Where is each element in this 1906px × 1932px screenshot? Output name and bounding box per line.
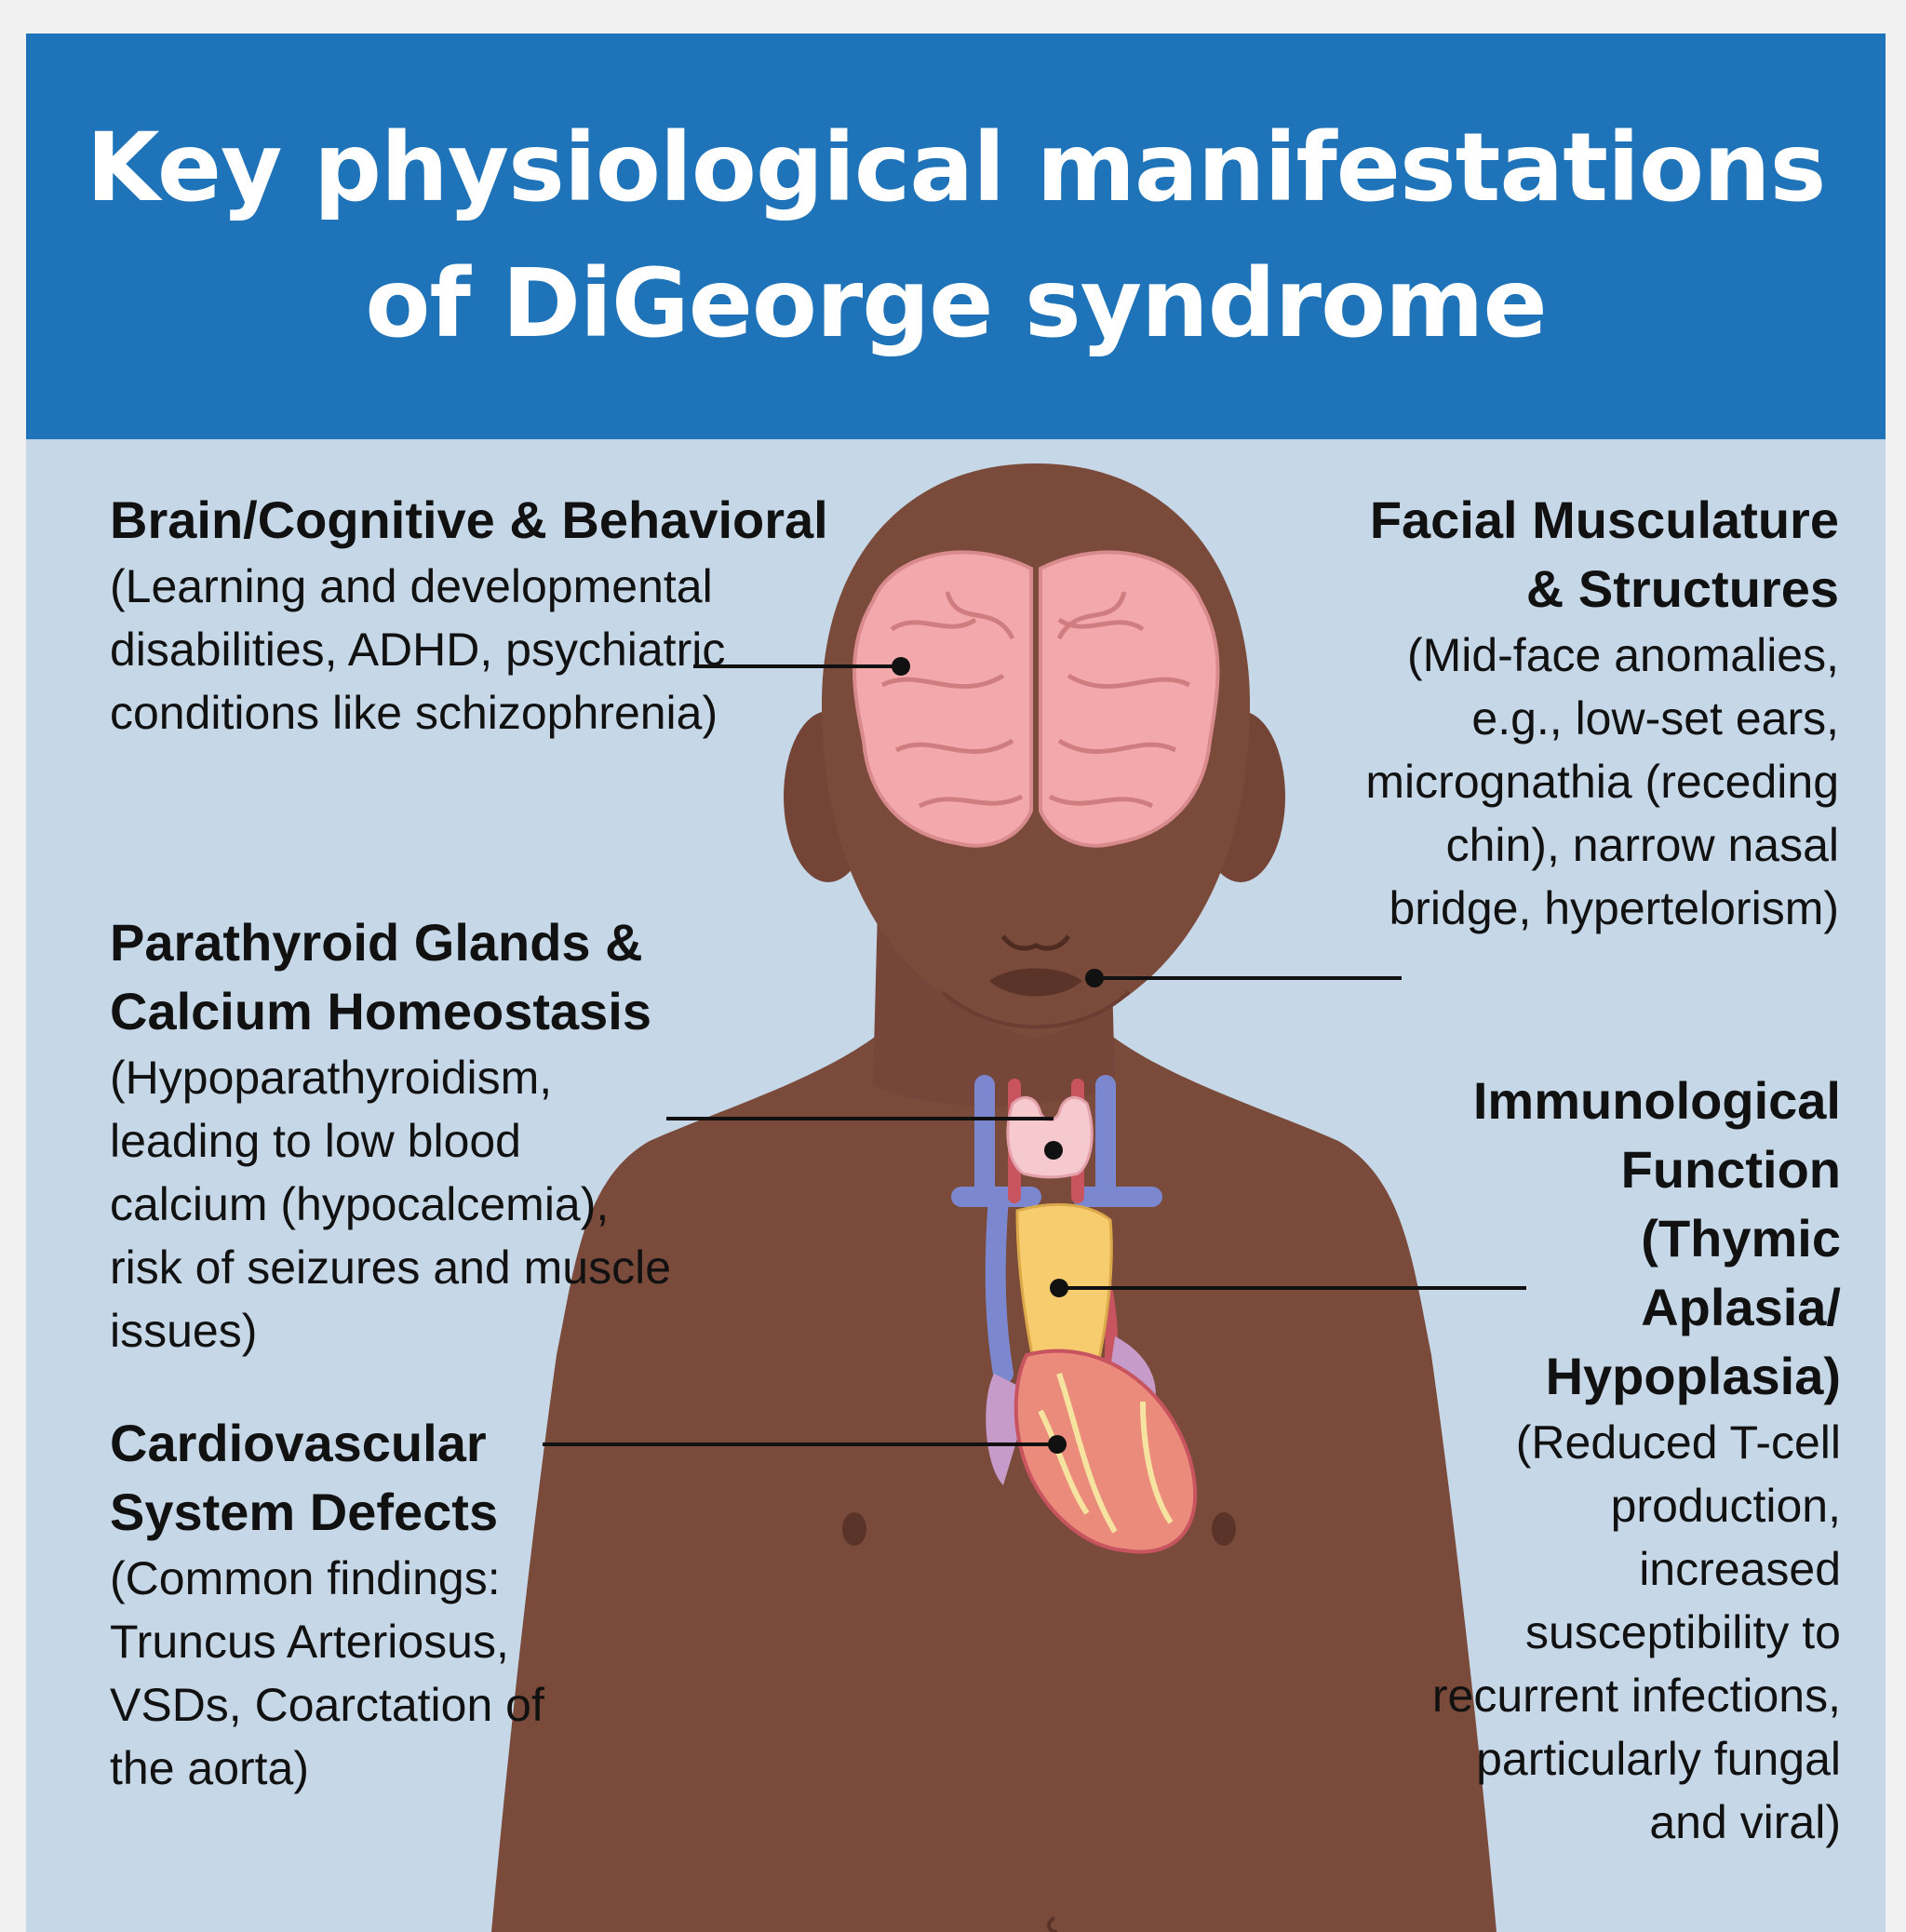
chin-shadow xyxy=(941,990,1131,1029)
parathyroid-dot xyxy=(1044,1141,1063,1160)
cardiovascular-description: (Common findings: Truncus Arteriosus, VS… xyxy=(110,1552,544,1794)
brain-description: (Learning and developmental disabilities… xyxy=(110,560,726,739)
header-banner: Key physiological manifestations of DiGe… xyxy=(26,34,1886,439)
immunological-label: Immunological Function (Thymic Aplasia/ … xyxy=(1431,1067,1841,1854)
nose xyxy=(1000,934,1071,951)
cardiovascular-label: Cardiovascular System Defects (Common fi… xyxy=(110,1409,557,1800)
jugular-vein-right xyxy=(1072,1075,1162,1207)
facial-description: (Mid-face anomalies, e.g., low-set ears,… xyxy=(1365,629,1839,934)
heart xyxy=(986,1336,1198,1554)
facial-heading: Facial Musculature & Structures xyxy=(1369,490,1839,618)
page-title: Key physiological manifestations of DiGe… xyxy=(86,113,1827,359)
immunological-description: (Reduced T-cell production, increased su… xyxy=(1431,1416,1841,1848)
infographic-panel: Key physiological manifestations of DiGe… xyxy=(26,34,1886,1932)
parathyroid-heading: Parathyroid Glands & Calcium Homeostasis xyxy=(110,913,651,1040)
cardiovascular-heading: Cardiovascular System Defects xyxy=(110,1414,499,1541)
parathyroid-label: Parathyroid Glands & Calcium Homeostasis… xyxy=(110,908,678,1362)
left-nipple xyxy=(842,1512,866,1546)
facial-label: Facial Musculature & Structures (Mid-fac… xyxy=(1346,486,1839,940)
brain-heading: Brain/Cognitive & Behavioral xyxy=(110,490,828,549)
body-illustration xyxy=(491,463,1526,1932)
right-nipple xyxy=(1212,1512,1236,1546)
brain-label: Brain/Cognitive & Behavioral (Learning a… xyxy=(110,486,828,745)
parathyroid-description: (Hypoparathyroidism, leading to low bloo… xyxy=(110,1052,672,1357)
lips xyxy=(989,968,1082,997)
brain xyxy=(852,550,1220,848)
immunological-heading: Immunological Function (Thymic Aplasia/ … xyxy=(1472,1071,1841,1405)
